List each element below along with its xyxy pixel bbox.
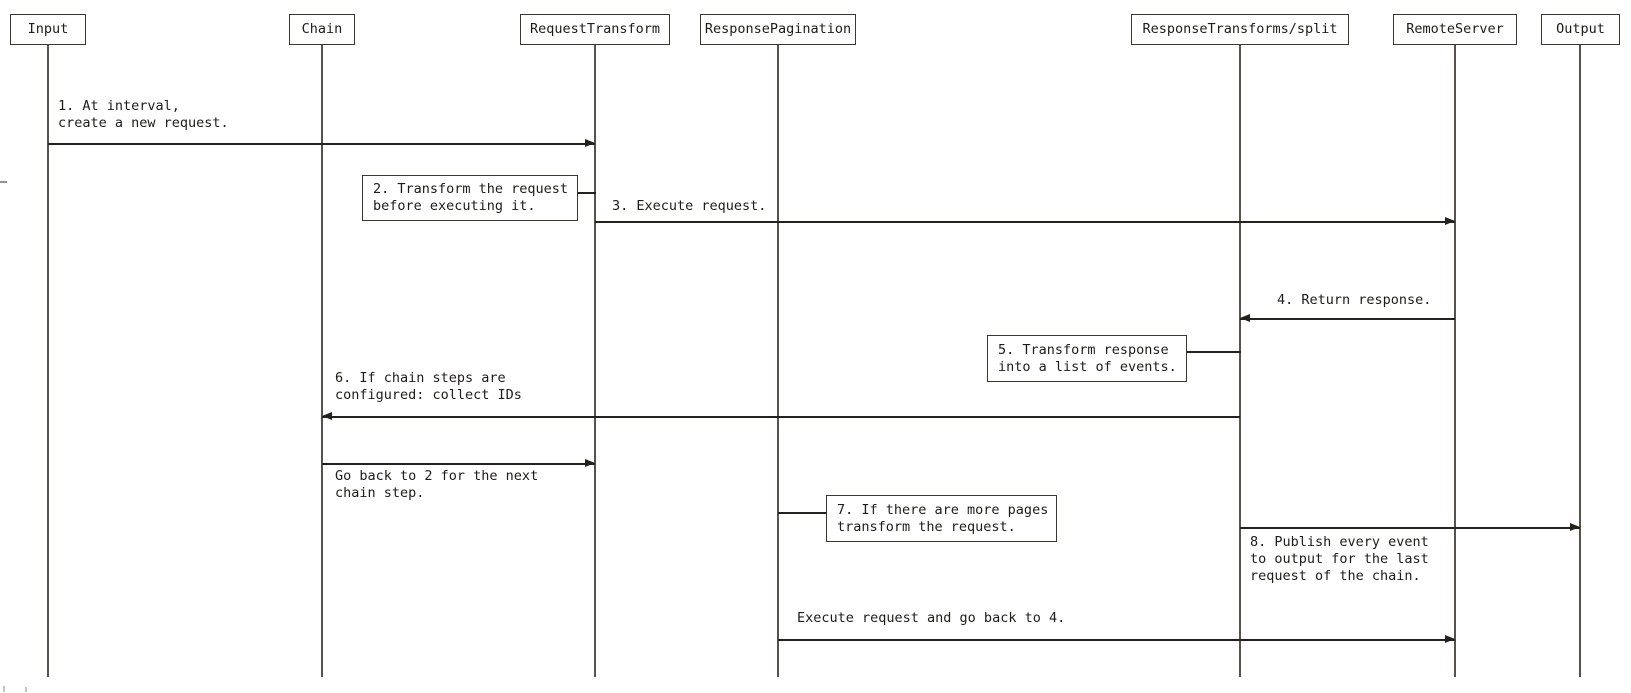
note-2: 2. Transform the request before executin… [362, 175, 578, 221]
go-back-label: Go back to 2 for the next chain step. [335, 468, 539, 501]
exec-loop-arrowhead-icon [1445, 635, 1455, 643]
message-3-label: 3. Execute request. [612, 198, 767, 214]
message-4-line [1240, 318, 1455, 320]
exec-loop-line [778, 639, 1455, 641]
lifeline-request-transform [594, 45, 596, 677]
edge-artifact [0, 181, 7, 183]
message-1-arrowhead-icon [585, 139, 595, 147]
note-2-connector [578, 192, 596, 194]
participant-label: ResponseTransforms/split [1142, 21, 1338, 37]
participant-response-transforms-split: ResponseTransforms/split [1131, 14, 1349, 45]
lifeline-response-pagination [777, 45, 779, 677]
participant-label: RequestTransform [529, 21, 661, 37]
message-4-label: 4. Return response. [1277, 292, 1432, 308]
participant-remote-server: RemoteServer [1393, 14, 1517, 45]
edge-artifact [25, 687, 27, 692]
participant-label: ResponsePagination [704, 21, 852, 37]
message-8-line [1240, 527, 1580, 529]
message-4-arrowhead-icon [1240, 314, 1250, 322]
message-1-line [48, 143, 595, 145]
message-3-line [595, 221, 1455, 223]
note-7: 7. If there are more pages transform the… [826, 495, 1057, 542]
note-5: 5. Transform response into a list of eve… [987, 335, 1187, 382]
participant-output: Output [1541, 14, 1620, 45]
message-6-label: 6. If chain steps are configured: collec… [335, 370, 522, 403]
message-8-label: 8. Publish every event to output for the… [1250, 534, 1429, 584]
lifeline-input [47, 45, 49, 677]
message-8-arrowhead-icon [1570, 523, 1580, 531]
note-7-connector [778, 512, 827, 514]
message-3-arrowhead-icon [1445, 217, 1455, 225]
participant-request-transform: RequestTransform [520, 14, 670, 45]
note-5-connector [1186, 351, 1241, 353]
participant-label: Output [1556, 21, 1605, 37]
edge-artifact [3, 686, 5, 692]
lifeline-remote-server [1454, 45, 1456, 677]
go-back-line [322, 463, 595, 465]
message-6-arrowhead-icon [322, 412, 332, 420]
lifeline-response-transforms-split [1239, 45, 1241, 677]
participant-label: RemoteServer [1406, 21, 1504, 37]
participant-response-pagination: ResponsePagination [700, 14, 856, 45]
exec-loop-label: Execute request and go back to 4. [797, 610, 1066, 626]
lifeline-chain [321, 45, 323, 677]
participant-label: Input [27, 21, 69, 37]
lifeline-output [1579, 45, 1581, 677]
message-1-label: 1. At interval, create a new request. [58, 98, 229, 131]
participant-chain: Chain [289, 14, 355, 45]
go-back-arrowhead-icon [585, 459, 595, 467]
participant-label: Chain [301, 21, 343, 37]
message-6-line [322, 416, 1240, 418]
participant-input: Input [10, 14, 86, 45]
